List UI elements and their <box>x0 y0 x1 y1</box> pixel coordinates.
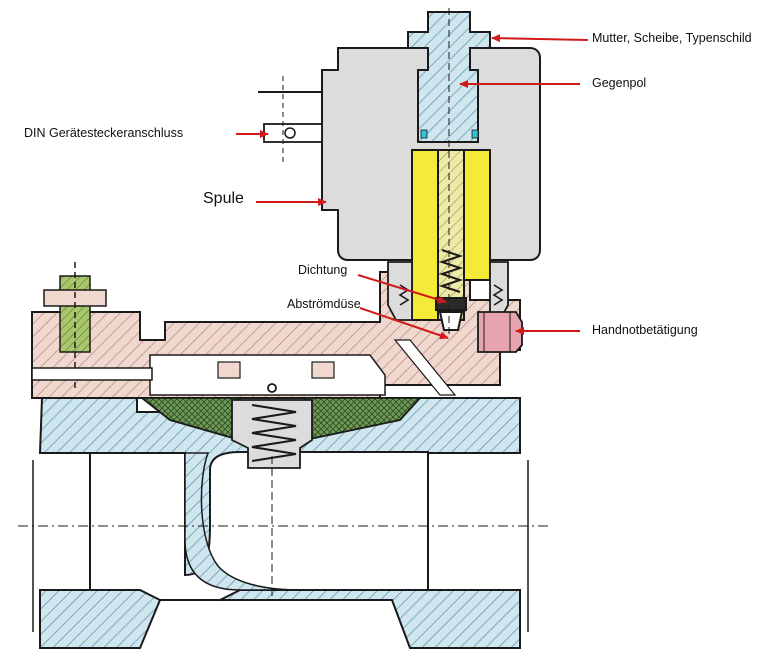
label-handnot: Handnotbetätigung <box>592 323 698 337</box>
arrow-abstroemduese <box>359 307 449 340</box>
yoke <box>387 261 509 321</box>
coil-housing <box>258 47 541 261</box>
vent-screw <box>31 262 153 390</box>
label-dichtung: Dichtung <box>298 263 348 277</box>
label-spule: Spule <box>203 190 244 207</box>
solenoid-core <box>407 8 491 335</box>
label-mutter: Mutter, Scheibe, Typenschild <box>592 31 752 45</box>
label-din: DIN Gerätesteckeranschluss <box>24 126 184 140</box>
arrow-dichtung <box>357 274 447 304</box>
valve-body <box>32 397 529 649</box>
diaphragm <box>139 383 423 469</box>
manual-override <box>477 311 523 353</box>
label-gegenpol: Gegenpol <box>592 76 647 90</box>
label-abstroemduese: Abströmdüse <box>287 297 361 311</box>
leader-arrows <box>236 34 589 340</box>
arrow-mutter <box>491 34 589 43</box>
